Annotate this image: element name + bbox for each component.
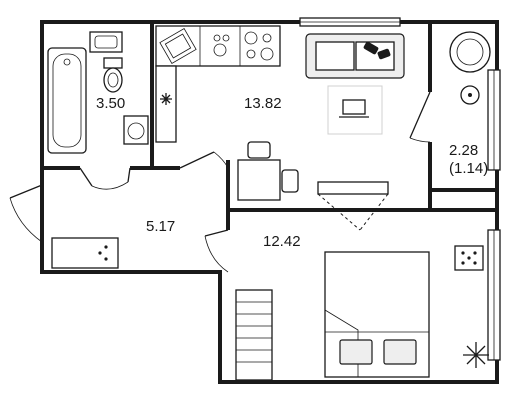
tv-icon [317, 181, 389, 231]
outer-walls [40, 20, 499, 384]
rug [327, 85, 383, 135]
tap-icon [213, 34, 230, 57]
laptop-icon [339, 99, 369, 118]
bathtub-icon [47, 47, 87, 154]
side-table-icon [460, 85, 480, 105]
balcony-reduced-area-label: (1.14) [449, 160, 488, 177]
hallway-wardrobe-icon [51, 237, 119, 269]
doors [9, 91, 431, 273]
hallway-area-label: 5.17 [146, 218, 175, 235]
armchair-icon [449, 31, 491, 73]
bathroom-area-label: 3.50 [96, 95, 125, 112]
balcony-area-label: 2.28 [449, 142, 478, 159]
nightstand-icon [454, 245, 484, 271]
pillow-icon [339, 339, 417, 365]
stove-icon [244, 31, 274, 61]
plant-icon [463, 342, 489, 368]
sofa-icon [305, 33, 405, 79]
kitchen-counter [155, 25, 281, 143]
kitchen-living-area-label: 13.82 [244, 95, 282, 112]
washbasin-icon [89, 31, 123, 53]
wardrobe-icon [235, 289, 273, 381]
windows [299, 17, 501, 361]
bedroom-area-label: 12.42 [263, 233, 301, 250]
dining-table-icon [237, 159, 281, 201]
chair-icon [247, 141, 299, 193]
fridge-icon [160, 93, 172, 105]
kitchen-sink-icon [159, 28, 197, 64]
washing-machine-icon [123, 115, 149, 145]
toilet-icon [103, 57, 123, 93]
